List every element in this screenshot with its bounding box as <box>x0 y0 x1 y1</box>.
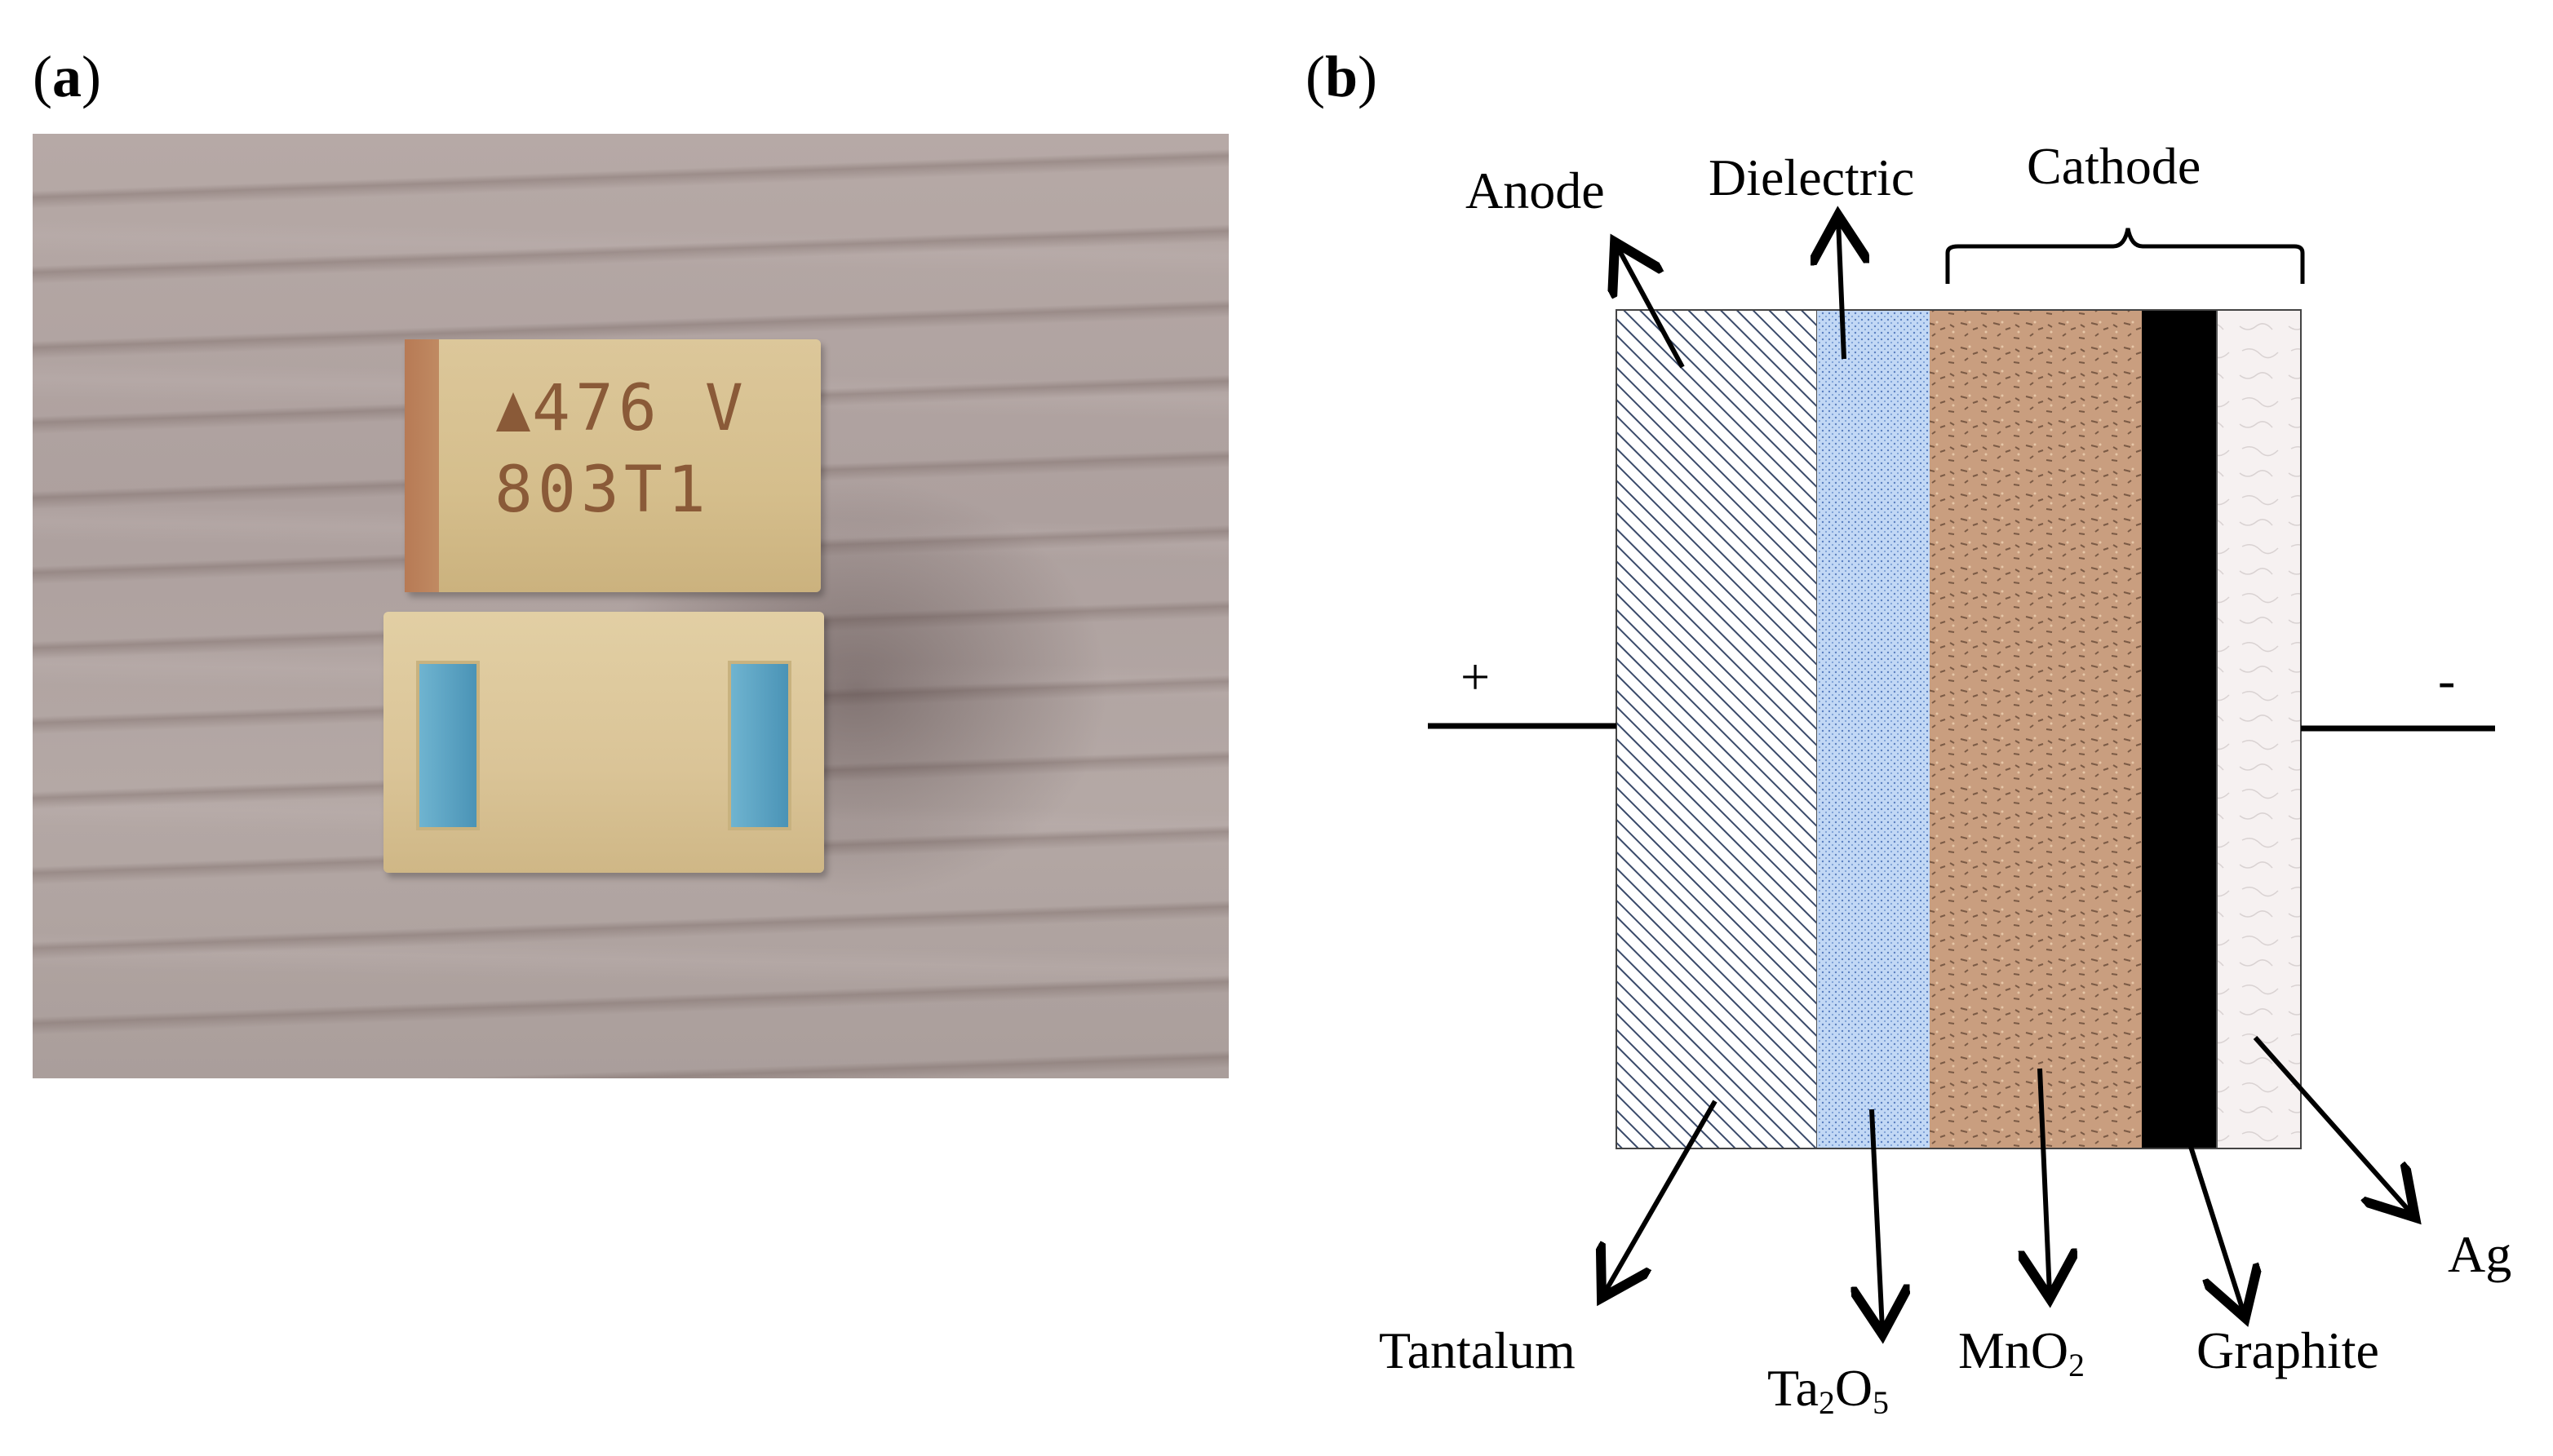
chip-marking-line1-text: 476 V <box>532 372 748 445</box>
ta2o5-part1: Ta <box>1767 1359 1819 1417</box>
panel-b-label: (b) <box>1305 44 1378 109</box>
cathode-brace <box>1945 228 2305 284</box>
graphite-arrow <box>2184 1133 2244 1313</box>
anode-arrow <box>1617 246 1685 369</box>
panel-a-letter: a <box>51 44 82 109</box>
tantalum-layer <box>1616 309 1818 1149</box>
terminal-pad-left <box>416 661 480 830</box>
ag-label: Ag <box>2448 1225 2512 1283</box>
tantalum-arrow <box>1604 1100 1718 1294</box>
ta2o5-label: Ta2O5 <box>1767 1362 1889 1420</box>
ag-layer <box>2216 309 2302 1149</box>
chip-marking-line1: 476 V <box>494 372 804 445</box>
ta2o5-sub2: 5 <box>1873 1384 1889 1421</box>
polarity-triangle-icon <box>496 392 530 431</box>
capacitor-structure-diagram: Anode Dielectric Cathode + - Tantalum Ta… <box>1305 122 2553 1456</box>
tantalum-capacitor-chip-top: 476 V 803T1 <box>405 339 821 592</box>
dielectric-label: Dielectric <box>1709 148 1915 206</box>
plus-sign: + <box>1460 648 1491 706</box>
polarity-band <box>405 339 439 592</box>
dielectric-arrow <box>1838 220 1844 360</box>
cathode-label: Cathode <box>2027 137 2201 195</box>
anode-label: Anode <box>1465 162 1605 219</box>
mno2-layer <box>1930 310 2142 1148</box>
ta2o5-sub1: 2 <box>1819 1384 1835 1421</box>
terminal-pad-right <box>728 661 791 830</box>
minus-sign: - <box>2438 651 2456 709</box>
panel-b-letter: b <box>1324 44 1358 109</box>
mno2-part1: MnO <box>1958 1321 2069 1379</box>
mno2-sub: 2 <box>2068 1347 2085 1383</box>
panel-a-label: (a) <box>33 44 101 109</box>
ta2o5-part2: O <box>1834 1359 1873 1417</box>
ta2o5-arrow <box>1872 1109 1882 1330</box>
tantalum-label: Tantalum <box>1379 1321 1576 1379</box>
diagram-svg <box>1428 122 2495 1456</box>
mno2-label: MnO2 <box>1958 1325 2085 1383</box>
chip-marking-line2: 803T1 <box>494 454 711 527</box>
ta2o5-layer <box>1817 310 1930 1148</box>
mno2-arrow <box>2040 1068 2050 1294</box>
graphite-label: Graphite <box>2196 1321 2379 1379</box>
ag-arrow <box>2253 1036 2412 1214</box>
capacitor-photo: 476 V 803T1 <box>33 134 1229 1078</box>
tantalum-capacitor-chip-bottom <box>383 612 824 873</box>
graphite-layer <box>2142 310 2217 1148</box>
